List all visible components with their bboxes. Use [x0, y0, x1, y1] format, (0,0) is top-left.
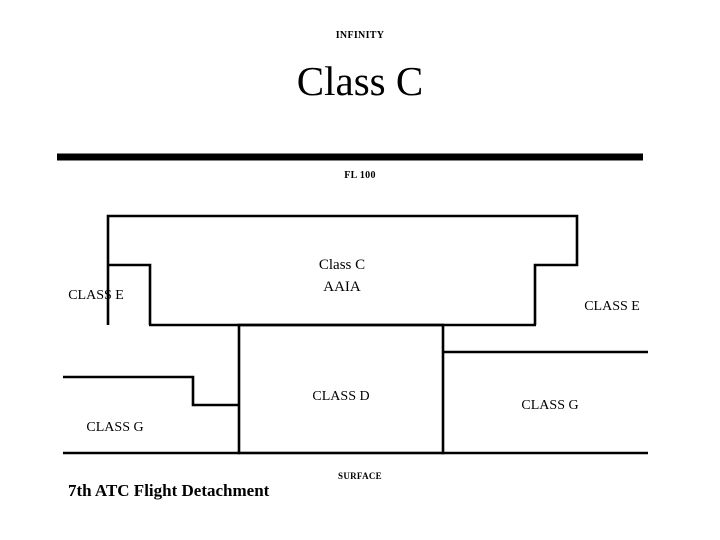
class-d-label: CLASS D — [312, 389, 370, 404]
class-c-core-line2: AAIA — [323, 279, 361, 295]
class-c-core-label: Class C AAIA — [262, 254, 422, 298]
class-g-right-label: CLASS G — [521, 398, 579, 413]
class-c-shelf-step-left — [108, 263, 152, 325]
class-c-outer-shelf-outline — [106, 214, 579, 325]
infinity-altitude-label: INFINITY — [335, 30, 385, 41]
class-g-left-label: CLASS G — [86, 420, 144, 435]
class-d-box — [237, 323, 445, 455]
footer-unit-label: 7th ATC Flight Detachment — [68, 481, 270, 500]
class-g-left-step — [63, 375, 239, 407]
class-e-right-label: CLASS E — [584, 299, 640, 314]
class-e-left-label: CLASS E — [68, 288, 124, 303]
class-c-core-line1: Class C — [318, 257, 366, 273]
fl100-altitude-label: FL 100 — [344, 170, 376, 181]
page-title: Class C — [296, 58, 424, 104]
surface-altitude-label: SURFACE — [338, 471, 382, 481]
